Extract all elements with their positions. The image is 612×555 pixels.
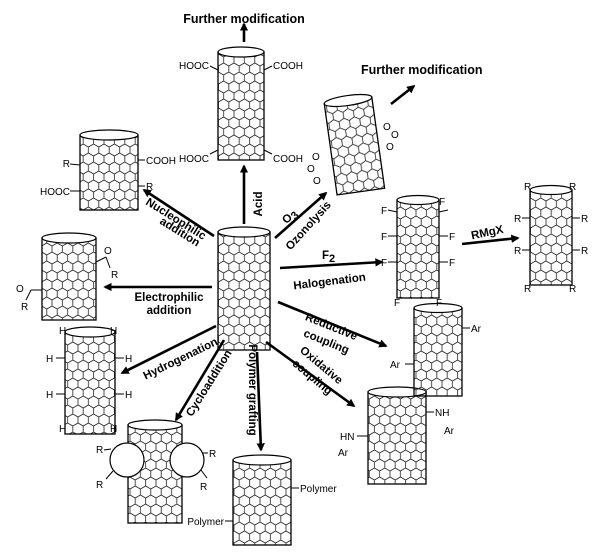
group-oxidative-3: Ar: [444, 426, 455, 437]
nanotube-hydrogenated: [64, 326, 116, 435]
group-reductive-1: Ar: [471, 324, 482, 335]
group-r-0: R: [524, 182, 531, 193]
label-halogenation: Halogenation: [293, 272, 367, 293]
group-cyclo-3: R: [200, 482, 207, 493]
group-h-2: H: [46, 354, 53, 365]
group-r-5: R: [581, 246, 588, 257]
nanotube-ozonide: [323, 93, 386, 196]
group-f-0: F: [439, 197, 445, 208]
group-acid-0: HOOC: [179, 61, 209, 72]
group-acid-3: COOH: [273, 154, 303, 165]
label-electrophilic-line1: Electrophilic: [134, 292, 204, 304]
group-h-3: H: [125, 354, 132, 365]
arrow-nucleophilic: [142, 188, 215, 238]
group-f-3: F: [381, 232, 387, 243]
arrow-halogenation: [279, 258, 384, 270]
group-ozonide-3: O: [312, 152, 320, 163]
group-f-4: F: [449, 258, 455, 269]
group-cyclo-1: R: [96, 480, 103, 491]
nanotube-polymer: [232, 454, 292, 546]
nanotube-acid: [217, 46, 265, 161]
arrow-reductive: [277, 300, 388, 348]
nanotubes: [41, 46, 573, 546]
label-right-further: Further modification: [361, 63, 483, 77]
group-h-7: H: [110, 424, 117, 435]
group-r-4: R: [514, 246, 521, 257]
group-ozonide-1: O: [391, 130, 399, 141]
nanotube-alkylated: [529, 184, 573, 286]
group-polymer-1: Polymer: [187, 517, 224, 528]
group-r-6: R: [524, 284, 531, 295]
group-f-2: F: [449, 232, 455, 243]
arrow-right-further: [390, 84, 416, 106]
group-f-5: F: [381, 258, 387, 269]
label-polymer-grafting: Polymer grafting: [246, 344, 258, 435]
group-r-3: R: [581, 214, 588, 225]
arrow-hydrogenation: [120, 324, 217, 375]
nanotube-reductive: [413, 302, 463, 397]
group-oxidative-0: HN: [340, 432, 354, 443]
group-r-2: R: [514, 214, 521, 225]
group-h-6: H: [59, 424, 66, 435]
group-ozonide-0: O: [383, 122, 391, 133]
group-electrophilic-3: R: [21, 302, 28, 313]
group-electrophilic-1: R: [111, 270, 118, 281]
bonds: [25, 65, 580, 522]
group-f-6: F: [394, 298, 400, 309]
arrow-oxidative: [265, 340, 356, 408]
arrow-rmgx: [461, 234, 520, 246]
group-electrophilic-2: O: [16, 284, 24, 295]
group-h-0: H: [59, 326, 66, 337]
arrow-cycloaddition: [174, 339, 226, 422]
group-h-1: H: [110, 326, 117, 337]
group-f-7: F: [436, 298, 442, 309]
group-f-1: F: [381, 206, 387, 217]
group-acid-1: COOH: [273, 61, 303, 72]
arrow-ozonolysis: [274, 191, 328, 239]
functional-groups: HOOC COOH HOOC COOH O O O O O O R COOH H…: [16, 61, 588, 528]
group-nucleophilic-1: COOH: [146, 156, 176, 167]
group-acid-2: HOOC: [179, 154, 209, 165]
label-top-further: Further modification: [183, 12, 305, 26]
group-cyclo-2: R: [209, 449, 216, 460]
arrows: [103, 22, 520, 452]
nanotube-oxidative: [367, 386, 427, 485]
group-cyclo-0: R: [96, 445, 103, 456]
arrow-polymer-grafting: [255, 351, 265, 452]
nanotube-electrophilic: [41, 232, 97, 321]
group-r-1: R: [569, 182, 576, 193]
group-polymer-0: Polymer: [300, 484, 337, 495]
nanotube-nucleophilic: [79, 129, 139, 211]
nanotube-fluorinated: [396, 194, 440, 299]
label-fluorine: F2: [322, 250, 335, 265]
group-h-4: H: [46, 390, 53, 401]
group-ozonide-2: O: [386, 142, 394, 153]
nanotube-center: [217, 226, 271, 351]
group-nucleophilic-0: R: [63, 159, 70, 170]
group-oxidative-1: Ar: [338, 448, 349, 459]
group-ozonide-5: O: [313, 176, 321, 187]
group-h-5: H: [125, 390, 132, 401]
group-ozonide-4: O: [307, 164, 315, 175]
group-nucleophilic-3: R: [146, 182, 153, 193]
group-reductive-0: Ar: [390, 360, 401, 371]
group-oxidative-2: NH: [435, 408, 449, 419]
label-electrophilic-line2: addition: [147, 305, 192, 317]
group-r-7: R: [569, 284, 576, 295]
group-nucleophilic-2: HOOC: [40, 187, 70, 198]
nanotube-cyclo: [109, 419, 205, 524]
label-acid: Acid: [253, 192, 265, 217]
group-electrophilic-0: O: [104, 246, 112, 257]
